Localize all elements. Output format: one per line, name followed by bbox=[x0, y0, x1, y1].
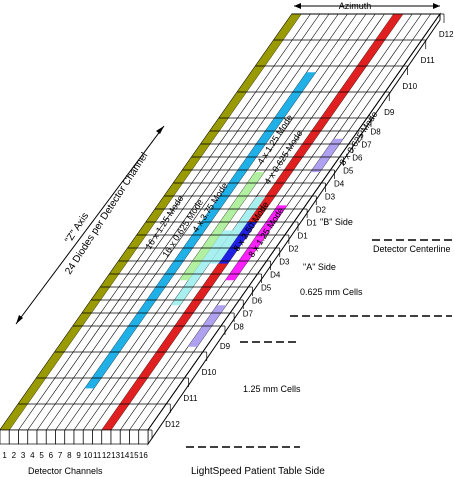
row-label: D4 bbox=[334, 180, 345, 189]
row-label: D12 bbox=[165, 420, 180, 429]
z-axis-arrow bbox=[15, 125, 165, 325]
front-cell bbox=[36, 429, 47, 445]
row-label: D5 bbox=[261, 284, 272, 293]
row-label: D2 bbox=[316, 206, 327, 215]
row-labels: D12D11D10D9D8D7D6D5D4D3D2D1D1D2D3D4D5D6D… bbox=[165, 30, 454, 429]
detector-channels-label: Detector Channels bbox=[28, 466, 103, 476]
row-label: D5 bbox=[343, 167, 354, 176]
front-cell bbox=[129, 429, 140, 445]
row-label: D7 bbox=[243, 310, 254, 319]
front-cell bbox=[110, 429, 121, 445]
row-label: D8 bbox=[370, 128, 381, 137]
row-label: D12 bbox=[439, 30, 454, 39]
row-label: D4 bbox=[270, 271, 281, 280]
row-label: D2 bbox=[288, 245, 299, 254]
b-side-label: "B" Side bbox=[320, 217, 353, 227]
stripe-light-cyan bbox=[209, 197, 266, 264]
front-cell bbox=[138, 429, 149, 445]
row-label: D8 bbox=[234, 323, 245, 332]
channel-number: 12 bbox=[102, 451, 111, 460]
row-label: D1 bbox=[307, 219, 318, 228]
row-label: D10 bbox=[402, 82, 417, 91]
front-cell bbox=[73, 429, 84, 445]
azimuth-arrow bbox=[294, 3, 440, 9]
channel-number: 3 bbox=[21, 451, 26, 460]
front-cell bbox=[55, 429, 66, 445]
channel-number: 1 bbox=[2, 451, 7, 460]
channel-number: 6 bbox=[49, 451, 54, 460]
azimuth-label: Azimuth bbox=[339, 1, 372, 11]
channel-number: 13 bbox=[111, 451, 120, 460]
row-label: D6 bbox=[252, 297, 263, 306]
stripe-cyan bbox=[84, 72, 316, 389]
channel-number: 11 bbox=[93, 451, 102, 460]
stripe-lavender bbox=[310, 138, 344, 173]
front-cell bbox=[82, 429, 93, 445]
stripe-magenta bbox=[225, 238, 264, 281]
channel-number: 16 bbox=[139, 451, 148, 460]
row-label: D7 bbox=[361, 141, 372, 150]
row-label: D3 bbox=[279, 258, 290, 267]
front-cell bbox=[27, 429, 38, 445]
stripe-light-cyan bbox=[170, 230, 233, 306]
front-cell bbox=[101, 429, 112, 445]
front-cell bbox=[119, 429, 130, 445]
channel-number: 4 bbox=[30, 451, 35, 460]
front-cell bbox=[92, 429, 103, 445]
cells-125-label: 1.25 mm Cells bbox=[243, 384, 301, 394]
front-cell bbox=[64, 429, 75, 445]
front-cell bbox=[0, 429, 10, 445]
channel-number: 9 bbox=[76, 451, 81, 460]
channel-number: 15 bbox=[130, 451, 139, 460]
row-label: D9 bbox=[384, 108, 395, 117]
row-label: D11 bbox=[421, 56, 436, 65]
front-cell bbox=[18, 429, 29, 445]
channel-number: 8 bbox=[67, 451, 72, 460]
row-label: D1 bbox=[297, 232, 308, 241]
row-label: D3 bbox=[325, 193, 336, 202]
front-cell bbox=[8, 429, 19, 445]
centerline-label: Detector Centerline bbox=[373, 244, 451, 254]
front-cell bbox=[45, 429, 56, 445]
cell-row-grid bbox=[0, 13, 445, 439]
front-cell-faces bbox=[0, 429, 149, 445]
channel-number: 10 bbox=[83, 451, 92, 460]
row-label: D6 bbox=[352, 154, 363, 163]
stripe-light-green bbox=[179, 172, 265, 281]
a-side-label: "A" Side bbox=[303, 262, 336, 272]
row-label: D9 bbox=[220, 342, 231, 351]
cells-0625-label: 0.625 mm Cells bbox=[300, 287, 363, 297]
channel-number: 7 bbox=[58, 451, 63, 460]
channel-number: 5 bbox=[39, 451, 44, 460]
stripe-blue bbox=[218, 222, 257, 264]
table-side-label: LightSpeed Patient Table Side bbox=[191, 466, 325, 477]
channel-number: 14 bbox=[120, 451, 129, 460]
channel-number: 2 bbox=[12, 451, 17, 460]
row-label: D10 bbox=[202, 368, 217, 377]
row-label: D11 bbox=[183, 394, 198, 403]
